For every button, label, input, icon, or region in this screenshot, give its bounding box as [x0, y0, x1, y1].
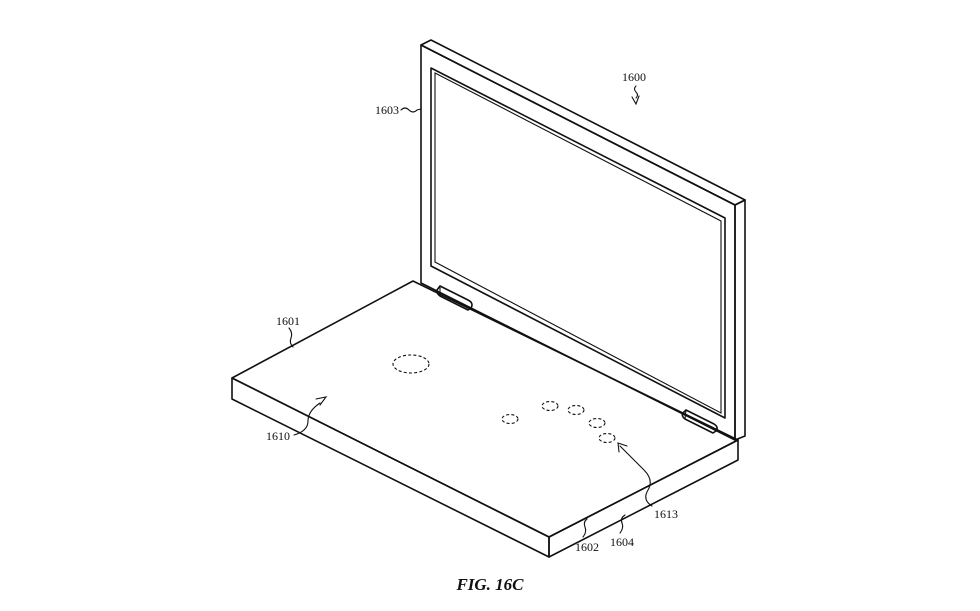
lid-top-edge	[420, 39, 746, 206]
lid-front-face	[420, 44, 736, 441]
figure-caption: FIG. 16C	[455, 575, 524, 594]
trackpad-region	[392, 354, 430, 374]
label-touch-regions: 1613	[654, 507, 678, 521]
label-side-edge: 1604	[610, 535, 634, 549]
input-regions	[392, 354, 616, 444]
label-device: 1600	[622, 70, 646, 84]
leader-1613	[619, 445, 653, 507]
touch-region-1	[501, 413, 519, 425]
label-front-edge: 1602	[575, 540, 599, 554]
display-lid	[420, 39, 746, 441]
touch-region-2	[541, 400, 559, 412]
display-screen	[434, 72, 722, 414]
touch-region-5	[598, 432, 616, 444]
leader-1610	[293, 402, 321, 436]
lid-side-edge	[734, 199, 746, 441]
display-screen-border	[430, 67, 726, 419]
label-display-housing: 1603	[375, 103, 399, 117]
leader-1602	[582, 518, 588, 538]
base-side-edge	[548, 439, 739, 558]
leader-1600	[633, 85, 639, 99]
base-front-edge	[231, 377, 550, 558]
leader-1601	[288, 327, 294, 348]
leader-1604	[619, 514, 626, 534]
label-base-top: 1601	[276, 314, 300, 328]
leader-1603	[400, 107, 422, 113]
base	[231, 280, 739, 558]
touch-region-3	[567, 404, 585, 416]
label-input-region: 1610	[266, 429, 290, 443]
leader-lines	[288, 85, 653, 538]
touch-region-4	[588, 417, 606, 429]
